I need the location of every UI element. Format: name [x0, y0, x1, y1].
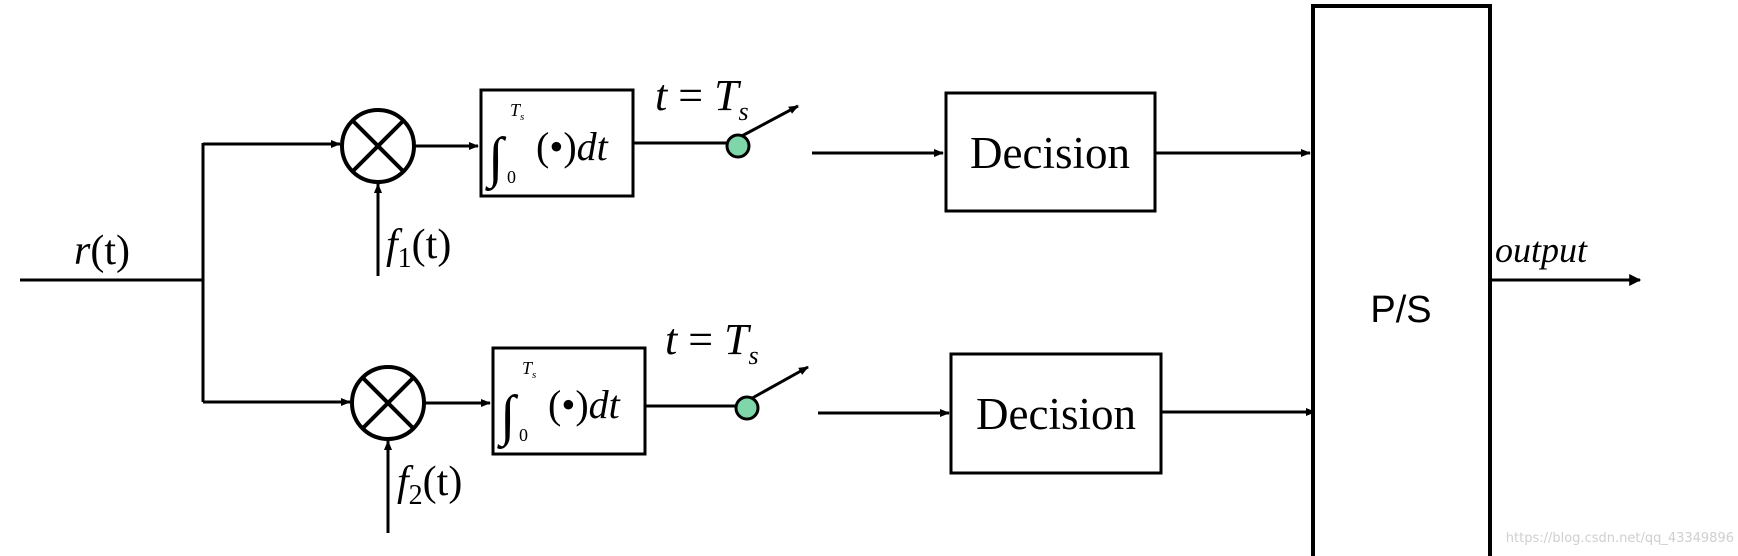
branch-1: f1(t) ∫ Ts 0 (•)dt t = Ts Decision [340, 71, 1311, 276]
decision-1-block: Decision [944, 91, 1157, 213]
ps-block: P/S [1311, 4, 1492, 556]
integrator-2-block: ∫ Ts 0 (•)dt [491, 346, 647, 456]
carrier-2-label: f2(t) [397, 459, 462, 511]
multiplier-1-icon [340, 108, 416, 184]
decision-1-label: Decision [970, 128, 1130, 178]
integral-1-lower-limit: 0 [507, 167, 516, 187]
integral-2-symbol: ∫ [497, 385, 519, 450]
switch-1-dot [725, 133, 751, 159]
sampler-1-label: t = Ts [655, 71, 749, 126]
multiplier-2-icon [350, 365, 426, 441]
ps-label: P/S [1370, 289, 1431, 331]
integrator-1-block: ∫ Ts 0 (•)dt [479, 88, 635, 198]
carrier-1-label: f1(t) [386, 222, 451, 274]
integral-2-body: (•)dt [548, 382, 621, 427]
sampler-switch-2 [734, 365, 809, 421]
decision-2-block: Decision [949, 352, 1163, 475]
integral-2-lower-limit: 0 [519, 425, 528, 445]
input-signal: r(t) [20, 228, 203, 282]
input-label: r(t) [74, 228, 130, 274]
integral-1-body: (•)dt [536, 124, 609, 169]
watermark-text: https://blog.csdn.net/qq_43349896 [1506, 531, 1734, 546]
sampler-2-label: t = Ts [665, 315, 759, 370]
decision-2-label: Decision [976, 389, 1136, 439]
switch-1-arm [737, 104, 799, 140]
branch-2: f2(t) ∫ Ts 0 (•)dt t = Ts Decision [350, 315, 1316, 533]
sampler-switch-1 [725, 104, 799, 159]
integral-1-symbol: ∫ [485, 127, 507, 192]
output-label: output [1495, 230, 1588, 270]
switch-2-dot [734, 395, 760, 421]
integral-2-upper-limit: Ts [522, 358, 536, 381]
integral-1-upper-limit: Ts [510, 100, 524, 123]
switch-2-arm [746, 365, 809, 403]
